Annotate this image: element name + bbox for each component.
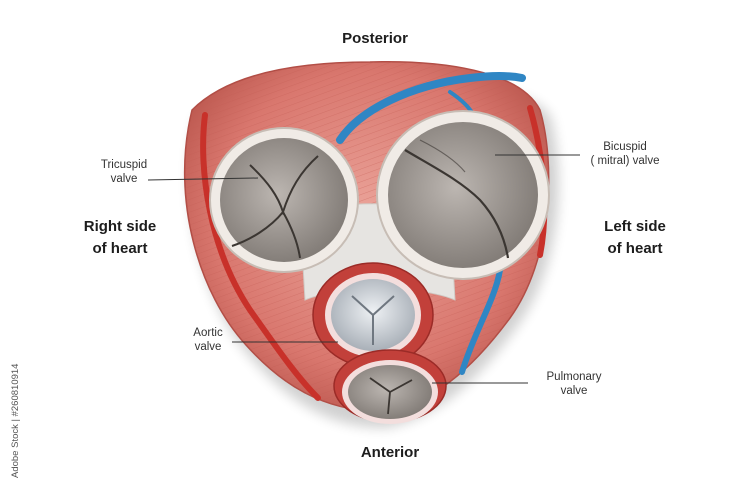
- tricuspid-line1: Tricuspid: [86, 158, 162, 172]
- aortic-line1: Aortic: [176, 326, 240, 340]
- anterior-label: Anterior: [345, 444, 435, 463]
- bicuspid-label: Bicuspid ( mitral) valve: [570, 140, 680, 169]
- tricuspid-label: Tricuspid valve: [86, 158, 162, 187]
- aortic-line2: valve: [176, 340, 240, 354]
- bicuspid-line1: Bicuspid: [570, 140, 680, 154]
- left-side-line2: of heart: [575, 238, 695, 260]
- pulmonary-line1: Pulmonary: [528, 370, 620, 384]
- right-side-line1: Right side: [60, 216, 180, 238]
- pulmonary-line2: valve: [528, 384, 620, 398]
- left-side-label: Left side of heart: [575, 216, 695, 260]
- tricuspid-line2: valve: [86, 172, 162, 186]
- right-side-line2: of heart: [60, 238, 180, 260]
- bicuspid-line2: ( mitral) valve: [570, 154, 680, 168]
- left-side-line1: Left side: [575, 216, 695, 238]
- aortic-label: Aortic valve: [176, 326, 240, 355]
- bicuspid-valve: [377, 111, 549, 279]
- pulmonary-label: Pulmonary valve: [528, 370, 620, 399]
- tricuspid-valve: [210, 128, 358, 272]
- posterior-label: Posterior: [330, 30, 420, 49]
- right-side-label: Right side of heart: [60, 216, 180, 260]
- stock-watermark: Adobe Stock | #260810914: [10, 364, 21, 478]
